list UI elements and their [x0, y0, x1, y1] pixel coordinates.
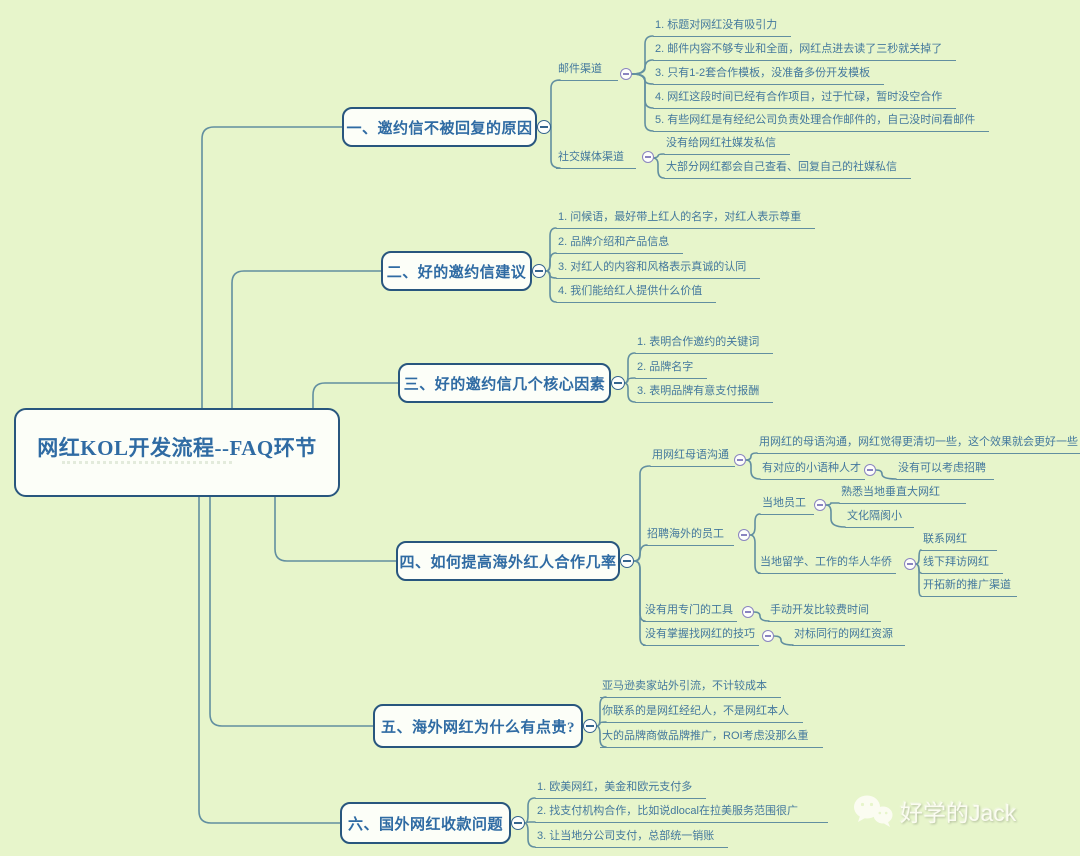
topic-benchmark-peers[interactable]: 对标同行的网红资源 [792, 627, 905, 646]
collapse-icon-local-employees[interactable] [814, 499, 826, 511]
topic-factor-2[interactable]: 2. 品牌名字 [635, 360, 708, 379]
collapse-icon-native-language[interactable] [734, 454, 746, 466]
root-topic-label: 网红KOL开发流程--FAQ环节 [37, 436, 317, 460]
branch-4-topic[interactable]: 四、如何提高海外红人合作几率 [396, 541, 620, 581]
erased-text-artifact [62, 461, 232, 464]
topic-hire-overseas-staff[interactable]: 招聘海外的员工 [645, 527, 734, 546]
topic-local-employees[interactable]: 当地员工 [760, 496, 814, 515]
topic-local-benefit-2[interactable]: 文化隔阂小 [845, 509, 914, 528]
topic-advice-3[interactable]: 3. 对红人的内容和风格表示真诚的认同 [556, 260, 761, 279]
branch-6-label: 六、国外网红收款问题 [347, 816, 503, 833]
topic-advice-1[interactable]: 1. 问候语，最好带上红人的名字，对红人表示尊重 [556, 210, 816, 229]
topic-expensive-reason-1[interactable]: 亚马逊卖家站外引流，不计较成本 [600, 679, 781, 698]
branch-3-topic[interactable]: 三、好的邀约信几个核心因素 [398, 363, 611, 403]
root-topic[interactable]: 网红KOL开发流程--FAQ环节 [14, 408, 340, 497]
topic-overseas-chinese[interactable]: 当地留学、工作的华人华侨 [758, 555, 896, 574]
topic-expensive-reason-3[interactable]: 大的品牌商做品牌推广，ROI考虑没那么重 [600, 729, 823, 748]
topic-email-channel[interactable]: 邮件渠道 [556, 62, 618, 81]
topic-social-reason-2[interactable]: 大部分网红都会自己查看、回复自己的社媒私信 [664, 160, 911, 179]
watermark: 好学的Jack [852, 793, 1016, 829]
topic-native-note[interactable]: 用网红的母语沟通，网红觉得更清切一些，这个效果就会更好一些 [757, 435, 1080, 454]
branch-6-topic[interactable]: 六、国外网红收款问题 [340, 802, 511, 844]
topic-payment-2[interactable]: 2. 找支付机构合作，比如说dlocal在拉美服务范围很广 [535, 804, 828, 823]
topic-email-reason-3[interactable]: 3. 只有1-2套合作模板，没准备多份开发模板 [653, 66, 885, 85]
collapse-icon-branch-4[interactable] [620, 554, 634, 568]
collapse-icon-branch-1[interactable] [537, 120, 551, 134]
topic-overseas-task-1[interactable]: 联系网红 [921, 532, 997, 551]
collapse-icon-no-tool[interactable] [742, 606, 754, 618]
branch-1-topic[interactable]: 一、邀约信不被回复的原因 [342, 107, 537, 147]
collapse-icon-branch-2[interactable] [532, 264, 546, 278]
topic-email-reason-2[interactable]: 2. 邮件内容不够专业和全面，网红点进去读了三秒就关掉了 [653, 42, 957, 61]
topic-native-language[interactable]: 用网红母语沟通 [650, 448, 735, 467]
topic-overseas-task-2[interactable]: 线下拜访网红 [921, 555, 1003, 574]
collapse-icon-minor-language[interactable] [864, 464, 876, 476]
topic-no-dedicated-tool[interactable]: 没有用专门的工具 [643, 603, 737, 622]
collapse-icon-email-channel[interactable] [620, 68, 632, 80]
topic-consider-recruiting[interactable]: 没有可以考虑招聘 [896, 461, 994, 480]
topic-factor-3[interactable]: 3. 表明品牌有意支付报酬 [635, 384, 774, 403]
collapse-icon-branch-3[interactable] [611, 376, 625, 390]
wechat-icon [854, 795, 893, 827]
topic-minor-language-talent[interactable]: 有对应的小语种人才 [760, 461, 865, 480]
bottom-strip [0, 856, 1080, 862]
collapse-icon-hire-overseas[interactable] [738, 529, 750, 541]
topic-social-channel[interactable]: 社交媒体渠道 [556, 150, 636, 169]
branch-4-label: 四、如何提高海外红人合作几率 [399, 554, 617, 571]
topic-email-reason-4[interactable]: 4. 网红这段时间已经有合作项目，过于忙碌，暂时没空合作 [653, 90, 957, 109]
topic-expensive-reason-2[interactable]: 你联系的是网红经纪人，不是网红本人 [600, 704, 803, 723]
collapse-icon-no-skill[interactable] [762, 630, 774, 642]
collapse-icon-branch-5[interactable] [583, 719, 597, 733]
topic-social-reason-1[interactable]: 没有给网红社媒发私信 [664, 136, 790, 155]
branch-3-label: 三、好的邀约信几个核心因素 [403, 376, 606, 393]
collapse-icon-branch-6[interactable] [511, 816, 525, 830]
branch-2-topic[interactable]: 二、好的邀约信建议 [381, 251, 532, 291]
topic-local-benefit-1[interactable]: 熟悉当地垂直大网红 [839, 485, 966, 504]
branch-2-label: 二、好的邀约信建议 [386, 264, 527, 281]
topic-advice-2[interactable]: 2. 品牌介绍和产品信息 [556, 235, 684, 254]
topic-payment-1[interactable]: 1. 欧美网红，美金和欧元支付多 [535, 780, 707, 799]
topic-advice-4[interactable]: 4. 我们能给红人提供什么价值 [556, 284, 717, 303]
topic-overseas-task-3[interactable]: 开拓新的推广渠道 [921, 578, 1017, 597]
branch-5-topic[interactable]: 五、海外网红为什么有点贵? [373, 704, 583, 748]
branch-5-label: 五、海外网红为什么有点贵? [380, 719, 575, 736]
topic-no-finding-skill[interactable]: 没有掌握找网红的技巧 [643, 627, 759, 646]
topic-manual-time-cost[interactable]: 手动开发比较费时间 [768, 603, 881, 622]
collapse-icon-overseas-chinese[interactable] [904, 558, 916, 570]
branch-1-label: 一、邀约信不被回复的原因 [346, 120, 533, 137]
watermark-text: 好学的Jack [900, 800, 1017, 826]
topic-factor-1[interactable]: 1. 表明合作邀约的关键词 [635, 335, 774, 354]
topic-payment-3[interactable]: 3. 让当地分公司支付，总部统一销账 [535, 829, 729, 848]
collapse-icon-social-channel[interactable] [642, 151, 654, 163]
topic-email-reason-5[interactable]: 5. 有些网红是有经纪公司负责处理合作邮件的，自己没时间看邮件 [653, 113, 990, 132]
topic-email-reason-1[interactable]: 1. 标题对网红没有吸引力 [653, 18, 792, 37]
